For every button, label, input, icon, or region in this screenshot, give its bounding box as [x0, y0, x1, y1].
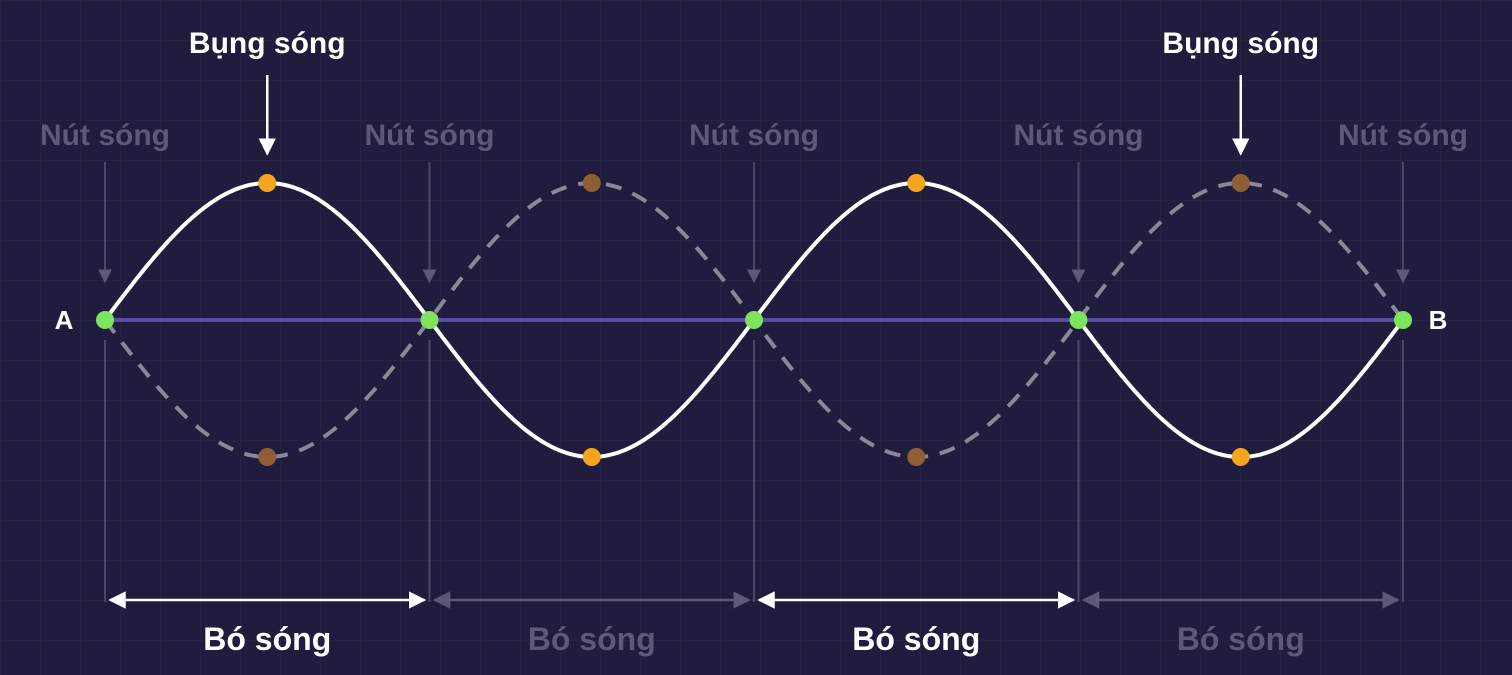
- antinode-dot: [582, 448, 601, 466]
- node-labels: Nút sóng Nút sóng Nút sóng Nút sóng Nút sóng: [40, 119, 1468, 152]
- node-dot: [420, 311, 439, 329]
- antinode-dot: [1231, 448, 1250, 466]
- antinode-dot-dim: [907, 448, 926, 466]
- loop-label: Bó sóng: [203, 621, 331, 657]
- node-dot: [1069, 311, 1088, 329]
- antinode-dot-dim: [582, 174, 601, 192]
- loop-label: Bó sóng: [528, 621, 656, 657]
- antinode-dot-dim: [258, 448, 277, 466]
- antinode-label: Bụng sóng: [189, 27, 346, 60]
- node-label: Nút sóng: [365, 119, 495, 152]
- loop-label: Bó sóng: [1177, 621, 1305, 657]
- loop-label: Bó sóng: [852, 621, 980, 657]
- endpoint-label-a: A: [55, 305, 74, 335]
- dots: [96, 174, 1412, 466]
- antinode-dot: [258, 174, 277, 192]
- node-label: Nút sóng: [1014, 119, 1144, 152]
- antinode-dot: [907, 174, 926, 192]
- node-dot: [745, 311, 763, 329]
- node-label: Nút sóng: [1338, 119, 1468, 152]
- node-dot: [1394, 311, 1412, 329]
- guide-lines: [98, 162, 1410, 602]
- antinode-label: Bụng sóng: [1162, 27, 1319, 60]
- node-dot: [96, 311, 114, 329]
- antinode-labels: Bụng sóng Bụng sóng: [189, 27, 1319, 156]
- node-label: Nút sóng: [40, 119, 170, 152]
- node-label: Nút sóng: [689, 119, 819, 152]
- endpoint-label-b: B: [1429, 305, 1448, 335]
- antinode-dot-dim: [1231, 174, 1250, 192]
- loop-spans: Bó sóng Bó sóng Bó sóng Bó sóng: [108, 591, 1400, 657]
